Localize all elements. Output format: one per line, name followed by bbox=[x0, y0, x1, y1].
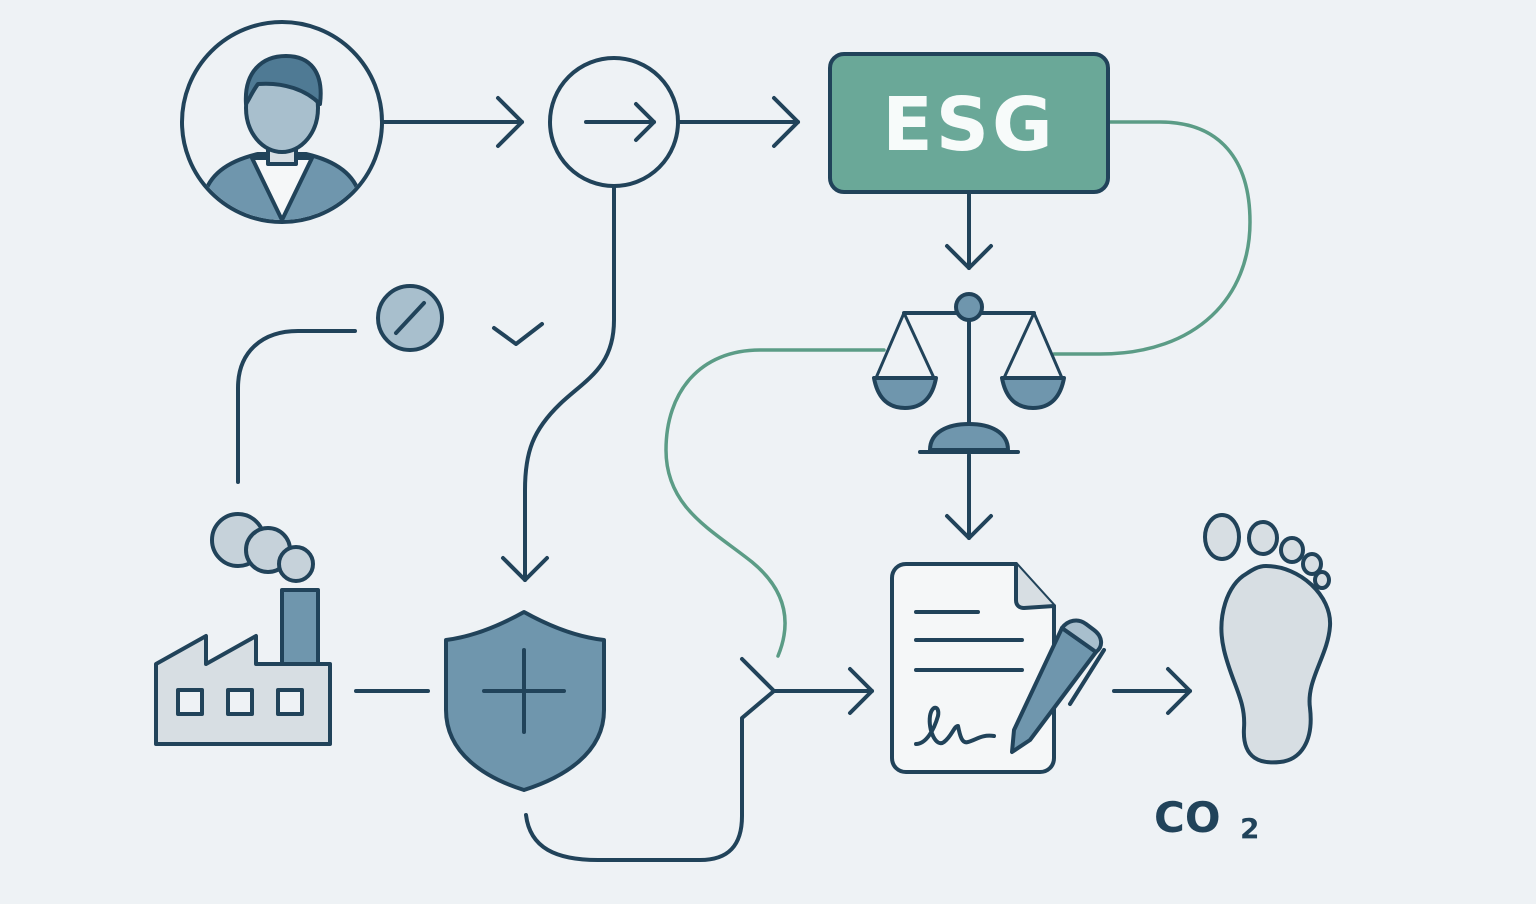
factory-icon bbox=[154, 512, 332, 746]
signature-mark bbox=[914, 705, 996, 746]
pen-icon bbox=[1010, 618, 1106, 754]
connector-merge-spur bbox=[740, 657, 776, 693]
shield-icon bbox=[444, 610, 606, 792]
footprint-icon bbox=[1203, 513, 1333, 765]
connector-check-to-factory bbox=[236, 329, 357, 484]
co2-label: CO 2 bbox=[1154, 793, 1259, 845]
arrowhead-document-to-footprint bbox=[1166, 667, 1192, 715]
connector-esg-to-scales-green bbox=[1052, 120, 1252, 356]
connector-scales-to-document-green bbox=[664, 348, 886, 658]
checkmark-icon bbox=[492, 322, 544, 346]
esg-box-icon: ESG bbox=[828, 52, 1110, 194]
esg-label: ESG bbox=[882, 82, 1056, 168]
connector-process-to-shield bbox=[523, 184, 616, 582]
arrowhead-person-to-process bbox=[496, 96, 524, 148]
connectors bbox=[236, 96, 1192, 862]
connector-shield-to-document bbox=[524, 689, 874, 862]
balance-scale-icon bbox=[872, 292, 1066, 454]
arrowhead-process-to-esg bbox=[772, 96, 800, 148]
signed-document-icon bbox=[890, 562, 1106, 774]
smoke-cloud-icon bbox=[210, 512, 315, 583]
co2-label-main: CO bbox=[1154, 793, 1221, 842]
arrowhead-to-document bbox=[848, 667, 874, 715]
green-connectors bbox=[664, 120, 1252, 658]
person-avatar-icon bbox=[180, 20, 384, 224]
arrowhead-scales-to-document bbox=[945, 514, 993, 540]
arrow-circle-icon bbox=[548, 56, 680, 188]
co2-label-subscript: 2 bbox=[1240, 812, 1259, 845]
arrowhead-esg-to-scales bbox=[945, 244, 993, 270]
arrowhead-process-to-shield bbox=[501, 556, 549, 582]
slash-circle-icon bbox=[376, 284, 444, 352]
